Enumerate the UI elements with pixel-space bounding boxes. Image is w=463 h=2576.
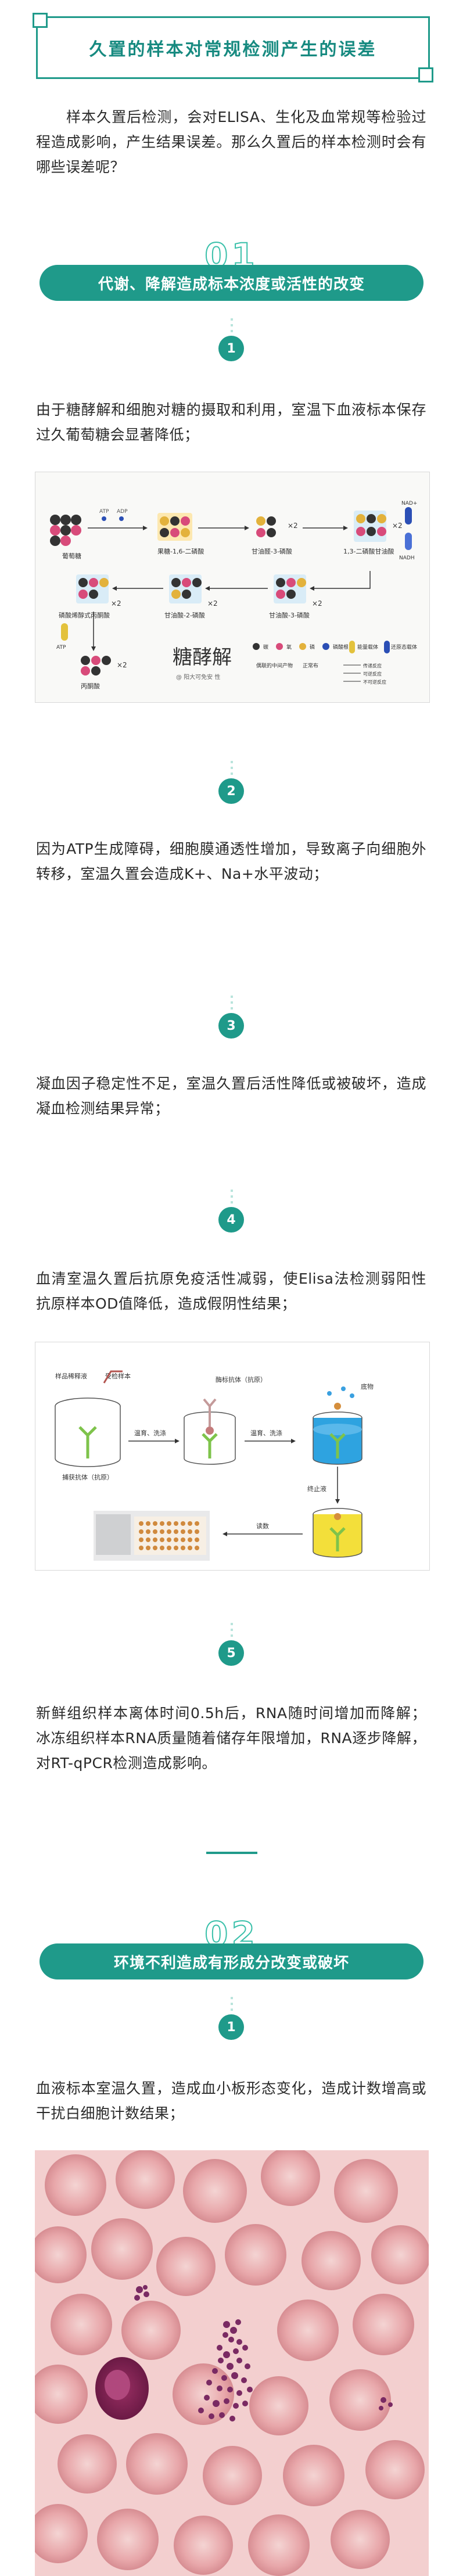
svg-text:ADP: ADP (117, 509, 128, 515)
svg-text:碳: 碳 (263, 644, 268, 651)
figure-legend: 碳 氧 磷 磷酸根 能量载体 还原态载体 偶联的中间产物 正常布 传递反应 可逆… (253, 641, 417, 685)
marker-lines (229, 1997, 235, 2014)
svg-text:可逆反应: 可逆反应 (363, 671, 382, 677)
pg2-molecule (169, 574, 202, 603)
section-divider (206, 1852, 257, 1854)
pyruvate-molecule (81, 656, 111, 676)
svg-text:氧: 氧 (286, 644, 292, 651)
svg-text:×2: ×2 (288, 522, 298, 530)
svg-text:甘油酸-3-磷酸: 甘油酸-3-磷酸 (269, 611, 310, 619)
elisa-diagram: 样品稀释液 受检样本 捕获抗体（抗原） 温育、洗涤 酶标抗体（抗原） 温育、洗涤 (35, 1342, 430, 1571)
g3p-molecule (256, 516, 276, 537)
item-number-badge: 3 (218, 1013, 244, 1039)
glucose-molecule (50, 515, 81, 546)
svg-text:温育、洗涤: 温育、洗涤 (134, 1429, 166, 1437)
item-text: 因为ATP生成障碍，细胞膜通透性增加，导致离子向细胞外转移，室温久置会造成K+、… (36, 840, 426, 882)
svg-text:果糖-1,6-二磷酸: 果糖-1,6-二磷酸 (157, 547, 204, 555)
svg-text:NAD+: NAD+ (401, 501, 417, 506)
item-text: 由于糖酵解和细胞对糖的摄取和利用，室温下血液标本保存过久葡萄糖会显著降低； (36, 401, 426, 443)
svg-text:能量载体: 能量载体 (357, 644, 378, 651)
svg-text:NADH: NADH (399, 555, 415, 561)
svg-text:不可逆反应: 不可逆反应 (363, 679, 386, 685)
marker-lines (229, 761, 235, 778)
svg-text:传递反应: 传递反应 (363, 663, 382, 669)
svg-text:捕获抗体（抗原）: 捕获抗体（抗原） (62, 1473, 113, 1481)
svg-text:丙酮酸: 丙酮酸 (81, 682, 100, 690)
well-2 (184, 1398, 236, 1465)
glycolysis-diagram: 葡萄糖 ATP ADP 果糖-1,6-二磷酸 ×2 甘油醛-3-磷酸 (35, 472, 430, 703)
item-text: 凝血因子稳定性不足，室温久置后活性降低或被破坏，造成凝血检测结果异常； (36, 1075, 426, 1117)
item-number-badge: 4 (218, 1207, 244, 1233)
well-1 (55, 1397, 121, 1467)
plate-reader-photo (94, 1511, 210, 1561)
well-3 (313, 1386, 362, 1465)
figure-credit: @ 阳大可免安 性 (176, 673, 220, 681)
svg-text:×2: ×2 (111, 599, 121, 608)
label-glucose: 葡萄糖 (62, 552, 81, 560)
figure-title: 糖酵解 (173, 646, 232, 669)
marker-lines (229, 1623, 235, 1640)
well-4 (313, 1508, 362, 1558)
svg-text:偶联的中间产物: 偶联的中间产物 (256, 662, 293, 669)
svg-text:读数: 读数 (256, 1522, 269, 1530)
intro-paragraph: 样本久置后检测，会对ELISA、生化及血常规等检验过程造成影响，产生结果误差。那… (36, 109, 426, 175)
svg-text:×2: ×2 (207, 599, 218, 608)
item-number-badge: 1 (218, 2014, 244, 2040)
svg-text:还原态载体: 还原态载体 (391, 644, 417, 651)
svg-text:底物: 底物 (361, 1382, 374, 1391)
fbp-molecule (157, 513, 192, 541)
bpg-molecule (354, 511, 386, 542)
svg-text:酶标抗体（抗原）: 酶标抗体（抗原） (216, 1375, 267, 1384)
page-title: 久置的样本对常规检测产生的误差 (89, 39, 377, 60)
item-text: 血液标本室温久置，造成血小板形态变化，造成计数增高或干扰白细胞计数结果； (36, 2080, 426, 2122)
svg-text:样品稀释液: 样品稀释液 (55, 1372, 87, 1380)
svg-text:甘油醛-3-磷酸: 甘油醛-3-磷酸 (252, 547, 292, 555)
title-corner-top-left (33, 13, 48, 28)
pg3-molecule (274, 574, 306, 603)
svg-text:正常布: 正常布 (303, 662, 318, 669)
item-number-badge: 1 (218, 336, 244, 361)
item-number-badge: 2 (218, 778, 244, 804)
marker-lines (229, 318, 235, 336)
section-heading-02: 环境不利造成有形成分改变或破坏 (40, 1943, 423, 1979)
svg-text:×2: ×2 (117, 661, 127, 669)
item-text: 血清室温久置后抗原免疫活性减弱，使Elisa法检测弱阳性抗原样本OD值降低，造成… (36, 1270, 426, 1312)
title-corner-bottom-right (418, 67, 433, 82)
blood-smear-photo (35, 2150, 429, 2576)
svg-text:温育、洗涤: 温育、洗涤 (250, 1429, 282, 1437)
pep-molecule (76, 574, 109, 603)
svg-text:磷: 磷 (310, 644, 315, 651)
svg-text:×2: ×2 (392, 522, 403, 530)
svg-text:受检样本: 受检样本 (105, 1372, 131, 1380)
item-number-badge: 5 (218, 1640, 244, 1666)
svg-text:1,3-二磷酸甘油酸: 1,3-二磷酸甘油酸 (343, 547, 394, 555)
svg-text:ATP: ATP (56, 645, 66, 651)
marker-lines (229, 996, 235, 1013)
item-text: 新鲜组织样本离体时间0.5h后，RNA随时间增加而降解；冰冻组织样本RNA质量随… (36, 1705, 426, 1772)
svg-text:磷酸烯醇式丙酮酸: 磷酸烯醇式丙酮酸 (59, 611, 110, 619)
svg-text:终止液: 终止液 (307, 1485, 326, 1493)
title-box (36, 16, 430, 79)
svg-text:磷酸根: 磷酸根 (333, 644, 349, 651)
svg-text:×2: ×2 (312, 599, 322, 608)
svg-text:甘油酸-2-磷酸: 甘油酸-2-磷酸 (164, 611, 205, 619)
marker-lines (229, 1190, 235, 1207)
svg-text:ATP: ATP (99, 509, 109, 515)
section-heading-01: 代谢、降解造成标本浓度或活性的改变 (40, 265, 423, 301)
